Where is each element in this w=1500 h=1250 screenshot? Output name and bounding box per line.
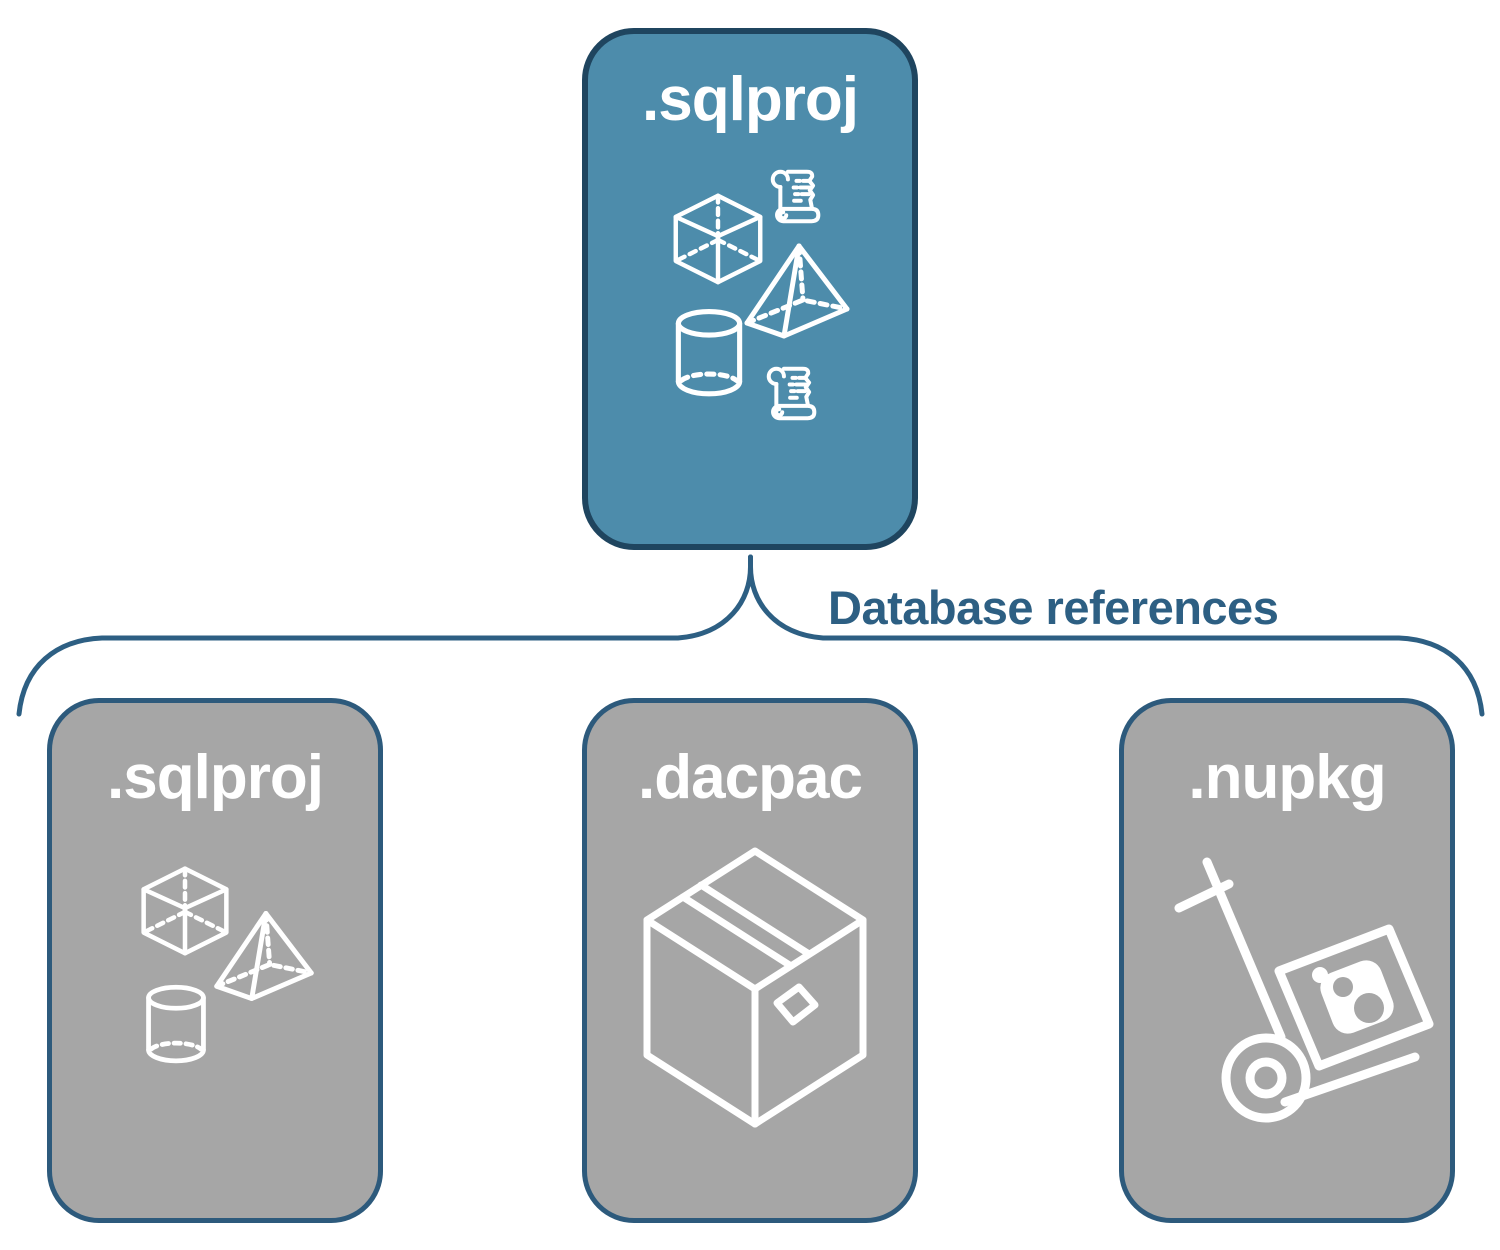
child-card-nupkg: .nupkg	[1119, 698, 1455, 1223]
cube-icon	[673, 193, 763, 285]
package-box-icon	[643, 847, 867, 1128]
nuget-handtruck-icon	[1174, 857, 1434, 1123]
cylinder-icon	[146, 984, 206, 1064]
child-card-label: .nupkg	[1188, 743, 1386, 812]
root-card-label: .sqlproj	[642, 65, 859, 134]
child-card-label: .dacpac	[638, 743, 863, 812]
script-scroll-icon	[766, 366, 817, 421]
root-card-sqlproj: .sqlproj	[582, 28, 918, 550]
child-card-dacpac: .dacpac	[582, 698, 918, 1223]
pyramid-icon	[214, 910, 314, 1002]
pyramid-icon	[744, 243, 850, 339]
child-card-label: .sqlproj	[107, 743, 324, 812]
cube-icon	[141, 866, 229, 956]
edge-label: Database references	[828, 581, 1279, 634]
cylinder-icon	[675, 309, 743, 397]
child-card-sqlproj: .sqlproj	[47, 698, 383, 1223]
script-scroll-icon	[770, 169, 821, 224]
